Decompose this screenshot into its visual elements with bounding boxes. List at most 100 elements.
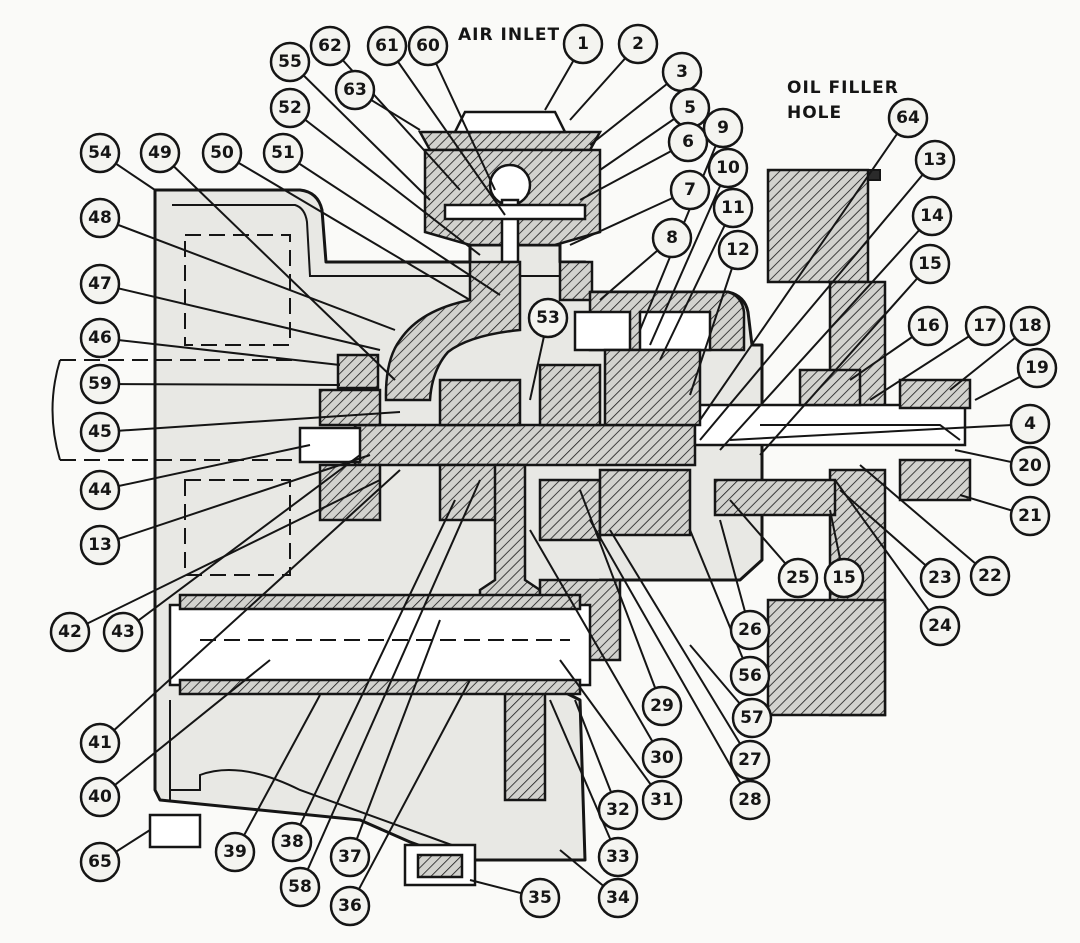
callout-number: 20 [1018, 456, 1042, 476]
callout-number: 8 [666, 228, 678, 248]
callout-1: 1 [562, 23, 604, 65]
callout-number: 16 [916, 316, 940, 336]
callout-36: 36 [329, 885, 371, 927]
callout-number: 13 [88, 535, 112, 555]
callout-circle [1009, 495, 1051, 537]
callout-number: 6 [682, 132, 694, 152]
leader-line-48 [99, 217, 396, 331]
callout-circle [562, 23, 604, 65]
callout-circle [669, 169, 711, 211]
callout-circle [269, 41, 311, 83]
seal-ring [336, 353, 380, 390]
callout-number: 27 [738, 750, 762, 770]
callout-circle [707, 147, 749, 189]
callout-37: 37 [329, 836, 371, 878]
callout-number: 47 [88, 274, 112, 294]
callout-28: 28 [729, 779, 771, 821]
leader-line-13 [99, 454, 371, 546]
leader-line-37 [349, 619, 441, 858]
callout-number: 21 [1018, 506, 1042, 526]
callout-number: 42 [58, 622, 82, 642]
callout-32: 32 [597, 789, 639, 831]
callout-number: 12 [726, 240, 750, 260]
leader-line-49 [159, 152, 396, 381]
callout-51: 51 [262, 132, 304, 174]
leader-line-14 [719, 215, 933, 451]
callout-circle [909, 243, 951, 285]
leader-line-55 [289, 61, 431, 201]
leader-line-33 [549, 699, 619, 858]
leader-line-29 [579, 489, 663, 707]
leader-line-17 [869, 325, 986, 401]
callout-circle [641, 685, 683, 727]
oil-filler-neck [558, 260, 594, 302]
callout-8: 8 [651, 217, 693, 259]
callout-number: 15 [832, 568, 856, 588]
callout-circle [914, 139, 956, 181]
callout-number: 58 [288, 877, 312, 897]
callout-number: 45 [88, 422, 112, 442]
callout-number: 1 [577, 34, 589, 54]
callout-number: 50 [210, 143, 234, 163]
callout-circle [1016, 347, 1058, 389]
callout-number: 43 [111, 622, 135, 642]
callout-number: 2 [632, 34, 644, 54]
leader-line-51 [282, 152, 501, 296]
oil-filler-label-line2: HOLE [787, 103, 842, 123]
leader-line-31 [559, 659, 663, 801]
callout-18: 18 [1009, 305, 1051, 347]
intake-elbow [384, 260, 522, 402]
callout-52: 52 [269, 87, 311, 129]
leader-line-52 [289, 107, 481, 256]
callout-circle [79, 411, 121, 453]
callout-21: 21 [1009, 495, 1051, 537]
callout-45: 45 [79, 411, 121, 453]
callout-circle [334, 69, 376, 111]
callout-number: 39 [223, 842, 247, 862]
callout-number: 41 [88, 733, 112, 753]
callout-10: 10 [707, 147, 749, 189]
callout-circle [271, 821, 313, 863]
callout-circle [729, 655, 771, 697]
callout-61: 61 [366, 25, 408, 67]
callout-circle [201, 132, 243, 174]
leader-line-38 [291, 499, 456, 843]
end-cap-lower [898, 458, 972, 502]
callout-number: 9 [717, 118, 729, 138]
callout-48: 48 [79, 197, 121, 239]
callout-34: 34 [597, 877, 639, 919]
callout-circle [309, 25, 351, 67]
callout-24: 24 [919, 605, 961, 647]
callout-circle [262, 132, 304, 174]
air-filter-disc [443, 203, 587, 221]
leader-line-58 [299, 479, 481, 888]
callout-circle [366, 25, 408, 67]
lower-cast-web [503, 688, 547, 802]
callout-circle [1009, 305, 1051, 347]
callout-number: 34 [606, 888, 630, 908]
callout-7: 7 [669, 169, 711, 211]
callout-42: 42 [49, 611, 91, 653]
callout-46: 46 [79, 317, 121, 359]
callout-54: 54 [79, 132, 121, 174]
callout-62: 62 [309, 25, 351, 67]
callout-number: 63 [343, 80, 367, 100]
callout-circle [651, 217, 693, 259]
leader-line-4 [729, 423, 1031, 441]
callout-circle [919, 557, 961, 599]
side-fitting [148, 813, 202, 849]
callout-5: 5 [669, 87, 711, 129]
leader-line-7 [569, 189, 691, 246]
callout-number: 26 [738, 620, 762, 640]
lower-shaft [168, 603, 592, 687]
callout-number: 23 [928, 568, 952, 588]
leader-line-10 [649, 167, 729, 346]
callout-number: 57 [740, 708, 764, 728]
callout-number: 55 [278, 52, 302, 72]
leader-line-13 [699, 159, 936, 441]
callout-circle [79, 197, 121, 239]
callout-57: 57 [731, 697, 773, 739]
callout-circle [214, 831, 256, 873]
